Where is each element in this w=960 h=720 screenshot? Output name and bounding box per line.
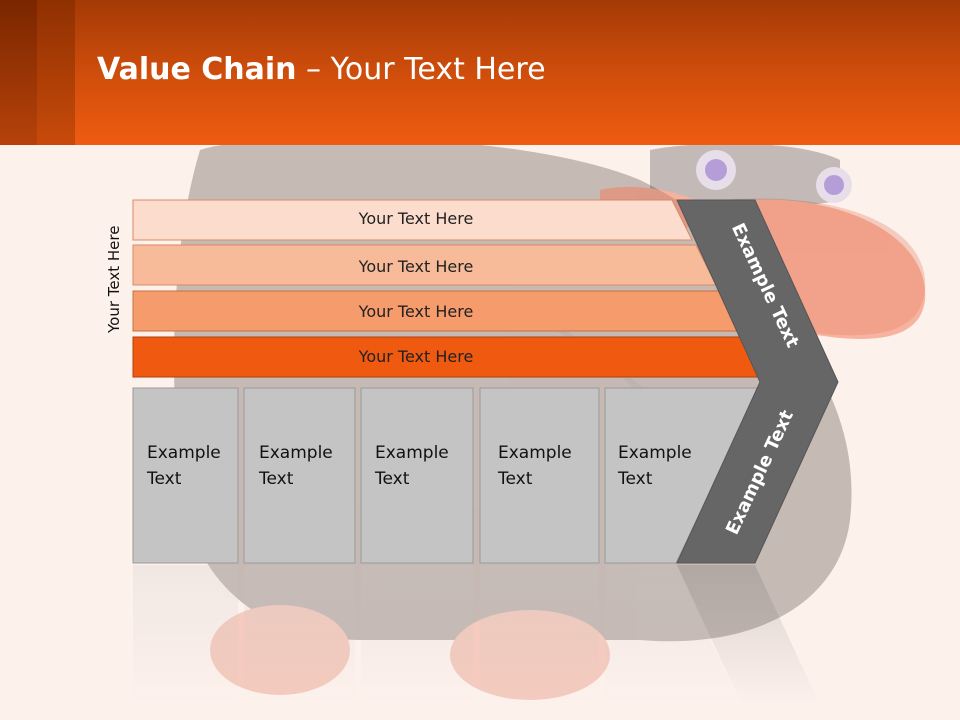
- primary-box-4-shape: [479, 387, 600, 564]
- header-accent-strip: [37, 0, 75, 145]
- header-bar: [0, 0, 960, 145]
- primary-box-4-line2: Text: [498, 469, 533, 489]
- primary-box-5-line1: Example: [618, 443, 692, 463]
- header-accent-strip: [0, 0, 37, 145]
- primary-box-5-shape: [604, 387, 761, 564]
- slide-title: Value Chain – Your Text Here: [97, 52, 546, 87]
- primary-box-4-line1: Example: [498, 443, 572, 463]
- primary-box-3-line2: Text: [375, 469, 410, 489]
- primary-box-1-line1: Example: [147, 443, 221, 463]
- support-layer-1-label: Your Text Here: [358, 209, 474, 228]
- support-layer-1-shape: [132, 199, 693, 241]
- diagram-reflection: [133, 565, 820, 705]
- margin-chevron-shape: [676, 199, 839, 564]
- support-layer-2-label: Your Text Here: [358, 257, 474, 276]
- primary-box-3-shape: [360, 387, 474, 564]
- title-rest: – Your Text Here: [296, 52, 546, 87]
- primary-box-5-line2: Text: [618, 469, 653, 489]
- title-bold: Value Chain: [97, 52, 297, 87]
- primary-box-2-line2: Text: [259, 469, 294, 489]
- primary-box-1-shape: [132, 387, 239, 564]
- support-layer-3-label: Your Text Here: [358, 302, 474, 321]
- primary-box-3-line1: Example: [375, 443, 449, 463]
- support-layer-4-label: Your Text Here: [358, 347, 474, 366]
- primary-box-2-shape: [243, 387, 356, 564]
- primary-box-2-line1: Example: [259, 443, 333, 463]
- primary-box-1-line2: Text: [147, 469, 182, 489]
